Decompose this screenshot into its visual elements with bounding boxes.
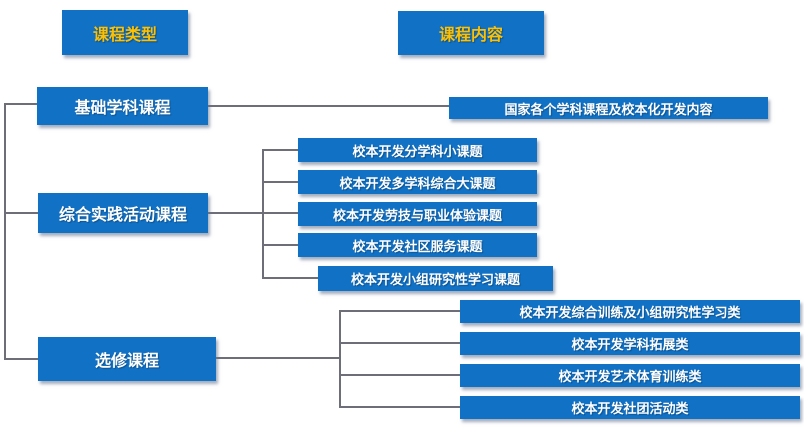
type-box-comprehensive-practice-courses: 综合实践活动课程	[38, 193, 208, 233]
type-box-basic-subject-courses: 基础学科课程	[37, 87, 208, 125]
elective-stub-3	[339, 374, 460, 376]
stub-elective-courses	[4, 358, 38, 360]
elective-stub-4	[339, 406, 460, 408]
elective-stub-2	[339, 342, 460, 344]
item-group-research-learning-topics: 校本开发小组研究性学习课题	[318, 266, 553, 291]
header-course-content: 课程内容	[398, 11, 544, 55]
practice-bracket-vertical	[262, 149, 264, 279]
item-multi-subject-big-topics: 校本开发多学科综合大课题	[298, 170, 537, 194]
connector-practice-main	[208, 212, 298, 214]
item-club-activities: 校本开发社团活动类	[460, 396, 800, 419]
stub-practice-courses	[4, 212, 38, 214]
type-box-elective-courses: 选修课程	[38, 337, 216, 381]
item-labor-career-experience-topics: 校本开发劳技与职业体验课题	[298, 202, 537, 226]
item-national-subject-courses: 国家各个学科课程及校本化开发内容	[449, 97, 768, 119]
trunk-vertical-line	[4, 103, 6, 359]
item-community-service-topics: 校本开发社区服务课题	[298, 233, 537, 257]
elective-bracket-vertical	[339, 310, 341, 408]
practice-stub-1	[262, 149, 298, 151]
connector-elective-main	[215, 357, 340, 359]
item-subject-expansion: 校本开发学科拓展类	[460, 332, 800, 355]
stub-basic-courses	[4, 103, 38, 105]
header-course-type: 课程类型	[62, 10, 188, 55]
item-comprehensive-training-group-research: 校本开发综合训练及小组研究性学习类	[460, 300, 800, 323]
item-sub-subject-small-topics: 校本开发分学科小课题	[298, 138, 537, 162]
item-art-sports-training: 校本开发艺术体育训练类	[460, 364, 800, 387]
practice-stub-5	[262, 277, 318, 279]
practice-stub-2	[262, 181, 298, 183]
connector-basic-to-content	[208, 105, 449, 107]
practice-stub-4	[262, 244, 298, 246]
elective-stub-1	[339, 310, 460, 312]
